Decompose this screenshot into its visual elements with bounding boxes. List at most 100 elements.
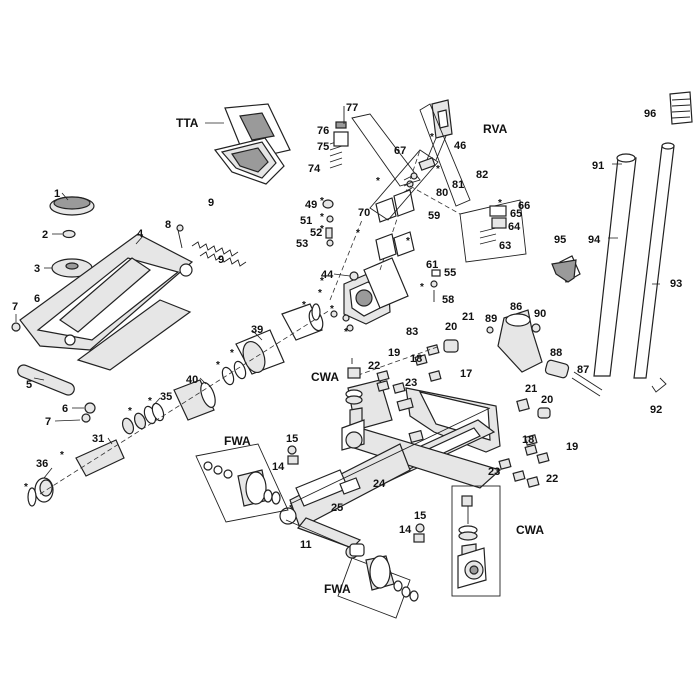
part-label-6a: 6 — [34, 293, 40, 305]
part-label-25: 25 — [331, 502, 343, 514]
part-label-63: 63 — [499, 240, 511, 252]
handle-socket-assembly — [486, 309, 603, 397]
part-label-58: 58 — [442, 294, 454, 306]
part-label-49: 49 — [305, 199, 317, 211]
seal-marker: * — [216, 360, 220, 371]
part-label-66: 66 — [518, 200, 530, 212]
part-label-19a: 19 — [388, 347, 400, 359]
part-label-6b: 6 — [62, 403, 68, 415]
part-label-95: 95 — [554, 234, 566, 246]
part-label-2: 2 — [42, 229, 48, 241]
seal-marker: * — [498, 198, 502, 209]
part-label-88: 88 — [550, 347, 562, 359]
wheel-nuts — [287, 445, 425, 543]
part-label-82: 82 — [476, 169, 488, 181]
pump-base — [311, 149, 421, 332]
part-label-89: 89 — [485, 313, 497, 325]
seal-marker: * — [430, 132, 434, 143]
part-label-93: 93 — [670, 278, 682, 290]
seal-marker: * — [24, 482, 28, 493]
seal-marker: * — [148, 396, 152, 407]
part-label-19b: 19 — [566, 441, 578, 453]
part-label-64: 64 — [508, 221, 521, 233]
seal-marker: * — [320, 196, 324, 207]
label-fwa-lower: FWA — [324, 582, 351, 596]
part-label-61: 61 — [426, 259, 438, 271]
seal-marker: * — [356, 228, 360, 239]
part-label-36: 36 — [36, 458, 48, 470]
seal-marker: * — [318, 288, 322, 299]
saddle-parts — [44, 192, 95, 278]
part-label-18b: 18 — [522, 434, 534, 446]
part-label-65: 65 — [510, 208, 522, 220]
part-label-92: 92 — [650, 404, 662, 416]
part-label-1: 1 — [54, 188, 60, 200]
main-frame — [279, 379, 502, 549]
part-label-31: 31 — [92, 433, 104, 445]
part-label-8: 8 — [165, 219, 171, 231]
part-label-74: 74 — [308, 163, 321, 175]
part-label-7b: 7 — [45, 416, 51, 428]
pump-valve-parts — [322, 106, 439, 261]
part-label-87: 87 — [577, 364, 589, 376]
seal-marker: * — [420, 282, 424, 293]
part-label-52: 52 — [310, 227, 322, 239]
hydraulic-cylinder-parts — [27, 303, 331, 507]
caster-wheel-left — [341, 358, 365, 451]
part-label-35: 35 — [160, 391, 172, 403]
front-wheel-upper — [195, 443, 289, 523]
part-label-20a: 20 — [445, 321, 457, 333]
springs — [176, 224, 247, 267]
part-label-17: 17 — [460, 368, 472, 380]
right-fasteners — [498, 398, 551, 488]
part-label-59: 59 — [428, 210, 440, 222]
part-label-3: 3 — [34, 263, 40, 275]
part-label-86: 86 — [510, 301, 522, 313]
label-cwa-left: CWA — [311, 370, 339, 384]
part-label-11: 11 — [300, 539, 312, 551]
part-label-90: 90 — [534, 308, 546, 320]
seal-marker: * — [376, 176, 380, 187]
part-label-96: 96 — [644, 108, 656, 120]
arm-pins — [11, 314, 96, 423]
part-label-7a: 7 — [12, 301, 18, 313]
part-label-46: 46 — [454, 140, 466, 152]
label-tta: TTA — [176, 116, 199, 130]
seal-marker: * — [406, 236, 410, 247]
front-wheel-lower — [337, 543, 419, 619]
part-label-21b: 21 — [525, 383, 537, 395]
seal-marker: * — [60, 450, 64, 461]
handle-parts — [559, 91, 693, 393]
part-label-53: 53 — [296, 238, 308, 250]
seal-marker: * — [230, 348, 234, 359]
part-label-94: 94 — [588, 234, 601, 246]
part-label-5: 5 — [26, 379, 32, 391]
release-valve-parts — [406, 99, 527, 302]
part-label-9a: 9 — [208, 197, 214, 209]
part-label-80: 80 — [436, 187, 448, 199]
part-label-14a: 14 — [272, 461, 285, 473]
lift-arm — [19, 233, 194, 371]
part-label-81: 81 — [452, 179, 464, 191]
part-label-15b: 15 — [414, 510, 426, 522]
part-label-75: 75 — [317, 141, 329, 153]
label-cwa-right: CWA — [516, 523, 544, 537]
part-label-70: 70 — [358, 207, 370, 219]
part-label-24: 24 — [373, 478, 386, 490]
part-label-23b: 23 — [488, 466, 500, 478]
valve-springs — [403, 175, 413, 193]
left-fasteners — [349, 339, 459, 444]
part-label-9b: 9 — [218, 254, 224, 266]
part-label-39: 39 — [251, 324, 263, 336]
seal-marker: * — [344, 327, 348, 338]
part-label-21a: 21 — [462, 311, 474, 323]
caster-wheel-right — [451, 485, 501, 597]
label-rva: RVA — [483, 122, 508, 136]
part-label-18a: 18 — [410, 353, 422, 365]
part-label-91: 91 — [592, 160, 604, 172]
tool-tray-assembly — [205, 103, 291, 185]
seal-marker: * — [436, 164, 440, 175]
seal-marker: * — [320, 224, 324, 235]
seal-marker: * — [302, 300, 306, 311]
